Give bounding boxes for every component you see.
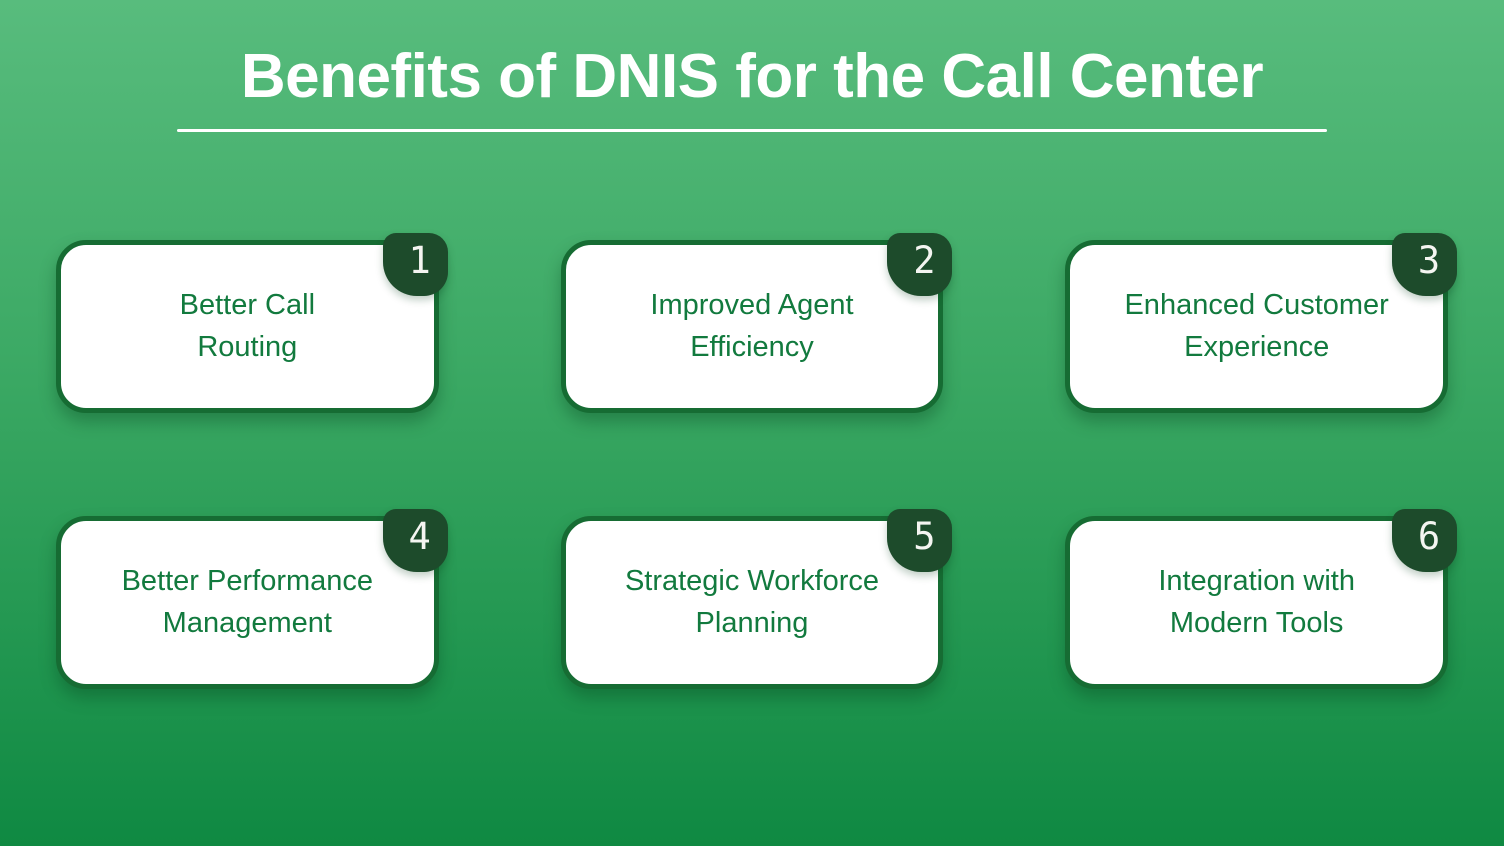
- number-badge-1: 1: [382, 233, 448, 297]
- badge-number: 6: [1417, 514, 1441, 558]
- badge-number: 2: [913, 238, 936, 282]
- benefit-card-4: 4 Better Performance Management: [56, 509, 448, 690]
- benefit-card-6: 6 Integration with Modern Tools: [1065, 509, 1457, 690]
- number-badge-6: 6: [1391, 509, 1457, 573]
- benefit-label: Better Call Routing: [179, 289, 316, 363]
- badge-number: 3: [1417, 238, 1441, 282]
- badge-number: 1: [408, 238, 431, 282]
- benefit-card-5: 5 Strategic Workforce Planning: [560, 509, 953, 690]
- badge-number: 5: [913, 514, 936, 558]
- benefit-label: Strategic Workforce Planning: [624, 565, 880, 639]
- number-badge-3: 3: [1391, 233, 1457, 297]
- benefit-label: Better Performance Management: [121, 565, 374, 639]
- benefits-grid: 1 Better Call Routing 2 Improved Agent E…: [0, 233, 1504, 690]
- benefit-card-2: 2 Improved Agent Efficiency: [560, 233, 953, 414]
- benefit-label: Integration with Modern Tools: [1158, 565, 1355, 639]
- header: Benefits of DNIS for the Call Center: [0, 0, 1504, 133]
- number-badge-2: 2: [887, 233, 953, 297]
- benefit-label: Improved Agent Efficiency: [650, 289, 854, 363]
- page-title: Benefits of DNIS for the Call Center: [240, 42, 1264, 111]
- benefit-card-1: 1 Better Call Routing: [56, 233, 448, 414]
- badge-number: 4: [408, 514, 431, 558]
- number-badge-4: 4: [382, 509, 448, 573]
- title-underline: [177, 129, 1327, 133]
- number-badge-5: 5: [887, 509, 953, 573]
- benefit-card-3: 3 Enhanced Customer Experience: [1065, 233, 1457, 414]
- benefit-label: Enhanced Customer Experience: [1124, 289, 1389, 363]
